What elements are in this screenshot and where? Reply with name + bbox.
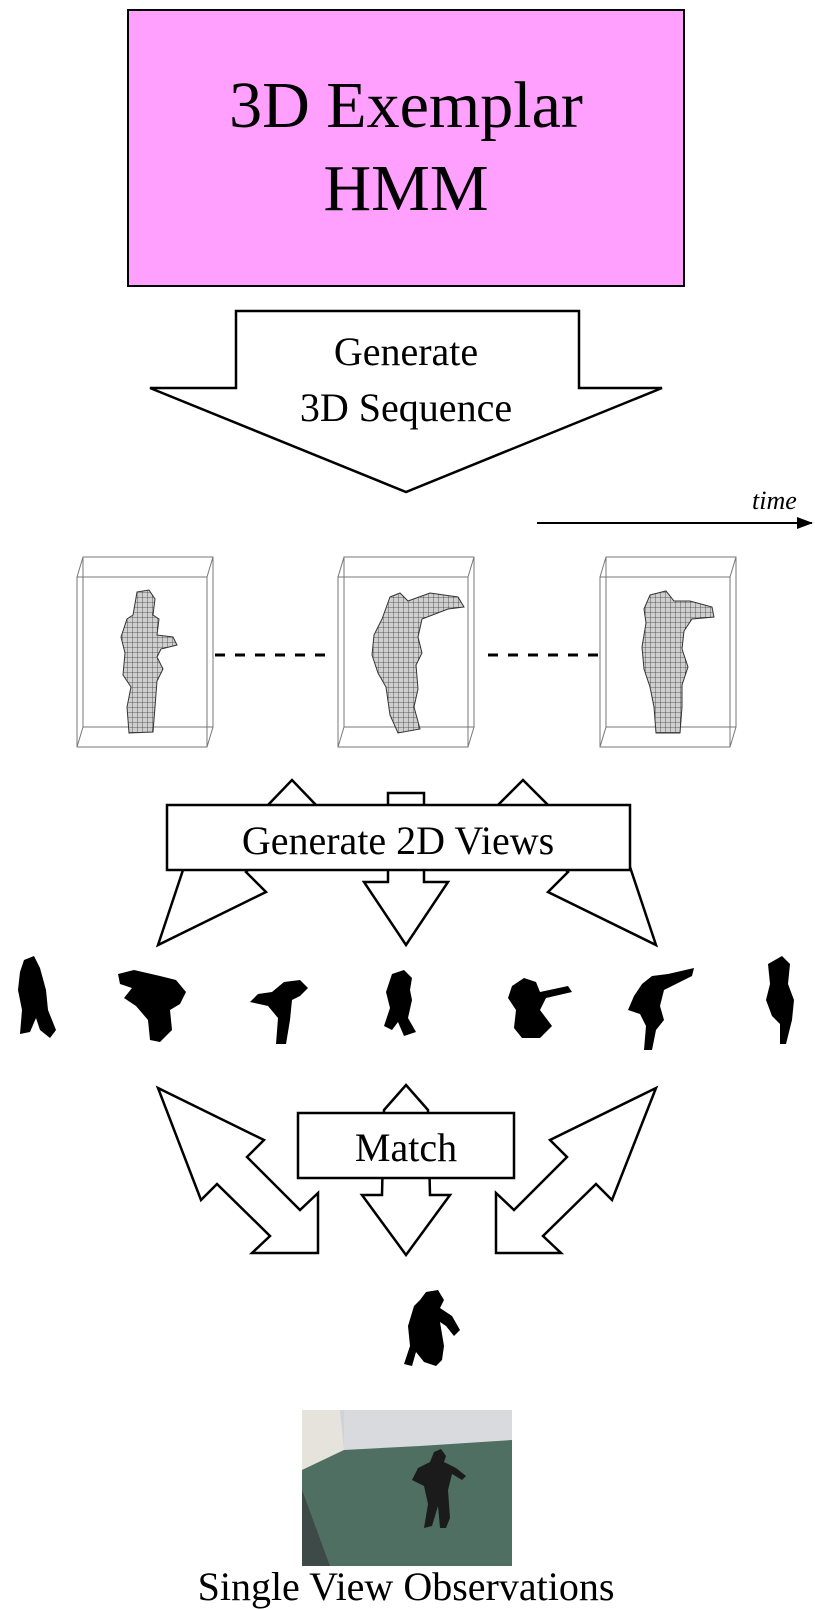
voxel-figure-1 [120, 589, 178, 734]
model-box-rect [127, 9, 685, 287]
match-box-label: Match [355, 1125, 457, 1170]
silhouette-2 [118, 970, 186, 1042]
photo-floor [302, 1440, 512, 1566]
time-arrow: time [537, 486, 813, 529]
silhouettes-row [18, 956, 794, 1050]
time-arrow-label: time [752, 486, 797, 515]
caption: Single View Observations [198, 1564, 615, 1609]
match-box-rect [296, 1111, 516, 1180]
model-box-title-line1: 3D Exemplar [229, 69, 583, 142]
silhouette-7 [766, 956, 794, 1044]
voxel-figure-3 [641, 590, 715, 734]
silhouette-3 [250, 980, 308, 1044]
generate-3d-arrow-label-line2: 3D Sequence [300, 385, 512, 430]
observation-photo [302, 1410, 512, 1566]
voxel-frame-1 [76, 556, 214, 748]
observed-silhouette [404, 1290, 460, 1366]
match-box: Match [296, 1111, 516, 1180]
model-box: 3D Exemplar HMM [127, 9, 685, 287]
views-box: Generate 2D Views [165, 803, 632, 872]
photo-person [412, 1449, 466, 1528]
views-box-label: Generate 2D Views [242, 818, 554, 863]
match-arrow-left [155, 1085, 320, 1255]
generate-3d-arrow: Generate 3D Sequence [149, 309, 663, 494]
voxel-frame-3 [599, 556, 737, 748]
silhouette-6 [628, 968, 694, 1050]
generate-3d-arrow-label-line1: Generate [334, 329, 478, 374]
generate-3d-arrow-shape [149, 309, 663, 494]
model-box-title-line2: HMM [323, 152, 488, 225]
photo-floor-edge [302, 1490, 330, 1566]
match-arrow-right [494, 1085, 659, 1255]
views-box-rect [165, 803, 632, 872]
voxel-figure-2 [371, 592, 465, 734]
photo-wall-back [344, 1410, 512, 1450]
silhouette-1 [18, 956, 56, 1038]
silhouette-4 [384, 970, 416, 1036]
voxel-frame-2 [337, 556, 475, 748]
silhouette-5 [508, 978, 572, 1038]
